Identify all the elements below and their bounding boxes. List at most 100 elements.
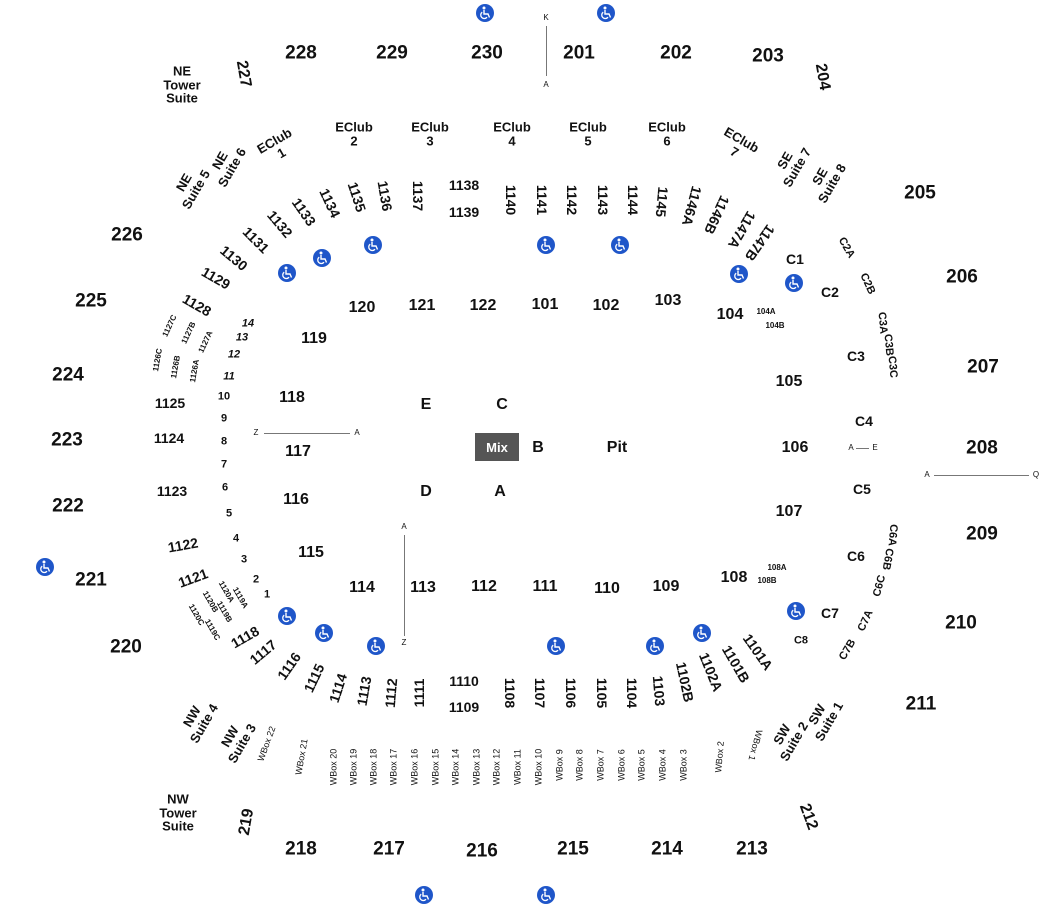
section-1142[interactable]: 1142 (564, 184, 580, 216)
wbox-2[interactable]: WBox 2 (713, 740, 726, 774)
section-1114[interactable]: 1114 (325, 671, 351, 705)
section-1112[interactable]: 1112 (381, 677, 401, 709)
section-C6B[interactable]: C6B (879, 547, 896, 571)
eclub-2[interactable]: EClub 2 (335, 119, 373, 148)
wbox-18[interactable]: WBox 18 (368, 748, 379, 786)
section-1126B[interactable]: 1126B (169, 354, 182, 380)
section-1127A[interactable]: 1127A (196, 329, 215, 355)
section-1102A[interactable]: 1102A (695, 650, 727, 694)
section-206[interactable]: 206 (946, 266, 978, 288)
section-117[interactable]: 117 (285, 443, 311, 460)
floor-d[interactable]: D (420, 483, 432, 500)
section-1132[interactable]: 1132 (264, 207, 296, 241)
section-215[interactable]: 215 (557, 838, 589, 860)
wbox-8[interactable]: WBox 8 (574, 749, 585, 781)
section-228[interactable]: 228 (285, 42, 317, 64)
section-203[interactable]: 203 (752, 45, 784, 67)
section-C4[interactable]: C4 (855, 413, 873, 429)
section-212[interactable]: 212 (795, 801, 822, 833)
wbox-4[interactable]: WBox 4 (657, 749, 668, 781)
section-1115[interactable]: 1115 (300, 661, 328, 695)
section-1127C[interactable]: 1127C (160, 313, 179, 339)
wbox-14[interactable]: WBox 14 (450, 748, 461, 786)
section-1130[interactable]: 1130 (217, 242, 251, 274)
wbox-20[interactable]: WBox 20 (328, 748, 339, 786)
section-109[interactable]: 109 (652, 578, 680, 595)
section-103[interactable]: 103 (654, 292, 682, 309)
ne-suite-5[interactable]: NE Suite 5 (172, 167, 213, 212)
eclub-6[interactable]: EClub 6 (648, 119, 686, 148)
section-1136[interactable]: 1136 (374, 179, 396, 213)
section-201[interactable]: 201 (563, 42, 595, 64)
section-106[interactable]: 106 (781, 439, 809, 456)
section-111[interactable]: 111 (532, 578, 558, 595)
wbox-21[interactable]: WBox 21 (293, 738, 310, 776)
section-1145[interactable]: 1145 (652, 186, 672, 218)
section-113[interactable]: 113 (410, 579, 436, 596)
floor-b[interactable]: B (532, 439, 544, 456)
section-112[interactable]: 112 (471, 578, 497, 595)
section-229[interactable]: 229 (376, 42, 408, 64)
section-1106[interactable]: 1106 (563, 677, 579, 709)
wbox-5[interactable]: WBox 5 (636, 749, 647, 781)
section-102[interactable]: 102 (592, 297, 620, 314)
section-122[interactable]: 122 (469, 297, 497, 314)
section-1129[interactable]: 1129 (198, 263, 234, 293)
section-115[interactable]: 115 (298, 544, 324, 561)
wbox-22[interactable]: WBox 22 (255, 724, 278, 763)
section-220[interactable]: 220 (110, 636, 142, 658)
section-118[interactable]: 118 (279, 389, 305, 406)
section-104[interactable]: 104 (716, 306, 744, 323)
section-226[interactable]: 226 (111, 224, 143, 246)
sw-suite-2[interactable]: SW Suite 2 (770, 719, 811, 764)
wbox-13[interactable]: WBox 13 (471, 748, 482, 786)
section-1109[interactable]: 1109 (448, 699, 480, 715)
section-214[interactable]: 214 (651, 838, 683, 860)
wbox-17[interactable]: WBox 17 (388, 748, 399, 786)
section-1133[interactable]: 1133 (288, 194, 320, 230)
section-104B[interactable]: 104B (765, 321, 785, 330)
section-227[interactable]: 227 (232, 59, 255, 89)
section-105[interactable]: 105 (775, 373, 803, 390)
ne-suite-6[interactable]: NE Suite 6 (208, 145, 249, 190)
section-1131[interactable]: 1131 (239, 223, 273, 257)
section-1141[interactable]: 1141 (534, 184, 550, 216)
wbox-15[interactable]: WBox 15 (430, 748, 441, 786)
floor-pit[interactable]: Pit (606, 439, 628, 456)
wbox-7[interactable]: WBox 7 (595, 749, 606, 781)
eclub-1[interactable]: EClub 1 (254, 124, 295, 161)
section-207[interactable]: 207 (967, 356, 999, 378)
section-C3C[interactable]: C3C (885, 355, 900, 379)
section-1116[interactable]: 1116 (273, 649, 305, 683)
section-C7[interactable]: C7 (821, 605, 839, 621)
section-1139[interactable]: 1139 (448, 204, 480, 220)
section-101[interactable]: 101 (531, 296, 559, 313)
section-1128[interactable]: 1128 (179, 290, 215, 320)
section-120[interactable]: 120 (348, 299, 376, 316)
section-1125[interactable]: 1125 (154, 395, 186, 411)
sw-suite-1[interactable]: SW Suite 1 (805, 699, 846, 744)
wbox-3[interactable]: WBox 3 (678, 749, 689, 781)
section-114[interactable]: 114 (349, 579, 375, 596)
section-225[interactable]: 225 (75, 290, 107, 312)
section-1143[interactable]: 1143 (595, 184, 611, 216)
section-213[interactable]: 213 (736, 838, 768, 860)
section-119[interactable]: 119 (301, 330, 327, 347)
section-219[interactable]: 219 (235, 807, 258, 837)
section-1138[interactable]: 1138 (448, 177, 480, 193)
wbox-19[interactable]: WBox 19 (348, 748, 359, 786)
section-230[interactable]: 230 (471, 42, 503, 64)
section-108[interactable]: 108 (720, 569, 748, 586)
section-1127B[interactable]: 1127B (179, 320, 198, 346)
section-1146B[interactable]: 1146B (701, 193, 733, 237)
section-211[interactable]: 211 (905, 693, 937, 715)
nw-suite-4[interactable]: NW Suite 4 (179, 701, 221, 746)
section-1126C[interactable]: 1126C (151, 347, 164, 373)
wbox-9[interactable]: WBox 9 (554, 749, 565, 781)
section-208[interactable]: 208 (966, 437, 998, 459)
section-116[interactable]: 116 (283, 491, 309, 508)
section-1134[interactable]: 1134 (316, 185, 344, 221)
section-C1[interactable]: C1 (786, 251, 804, 267)
section-1144[interactable]: 1144 (625, 184, 641, 216)
section-217[interactable]: 217 (373, 838, 405, 860)
